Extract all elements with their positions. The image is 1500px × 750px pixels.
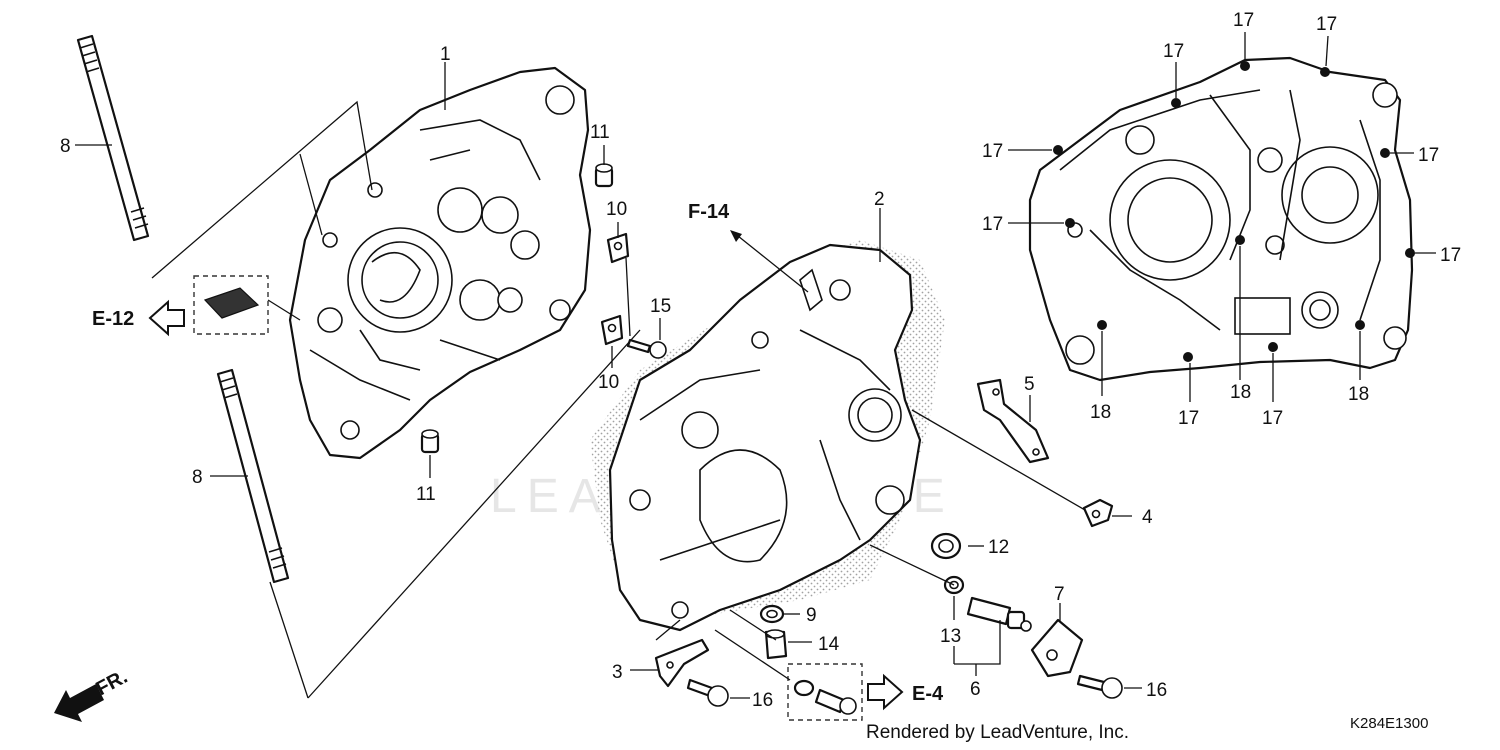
callout-12[interactable]: 12 [988,537,1009,558]
callout-11-upper[interactable]: 11 [590,122,610,143]
leader-lines [75,32,1436,699]
crankcase-inner-face[interactable] [1028,56,1415,382]
bracket-3[interactable] [654,638,710,688]
callout-17[interactable]: 17 [1178,408,1199,429]
callout-14[interactable]: 14 [818,634,840,655]
e12-reference-label[interactable]: E-12 [92,308,134,330]
diagram-code: K284E1300 [1350,715,1428,732]
callout-3[interactable]: 3 [612,662,623,683]
drain-parts-reference-box [787,663,863,721]
callout-9[interactable]: 9 [806,605,817,626]
callout-17[interactable]: 17 [1418,145,1439,166]
callout-17[interactable]: 17 [1163,41,1184,62]
stud-bolt-lower[interactable] [216,368,290,584]
e4-reference-label[interactable]: E-4 [912,683,944,705]
callout-2[interactable]: 2 [874,189,885,210]
callout-7[interactable]: 7 [1054,584,1065,605]
callout-17[interactable]: 17 [1262,408,1283,429]
drain-bolt-14[interactable] [764,629,788,660]
callout-18[interactable]: 18 [1090,402,1111,423]
callout-17[interactable]: 17 [1316,14,1337,35]
callout-11-lower[interactable]: 11 [416,484,436,505]
neutral-switch-6[interactable] [966,596,1032,632]
callout-6[interactable]: 6 [970,679,981,700]
callout-10-lower[interactable]: 10 [598,372,619,393]
callout-4[interactable]: 4 [1142,507,1153,528]
flange-bolt-16-right[interactable] [1076,674,1123,699]
dowel-pin-lower[interactable] [420,429,440,454]
callout-16-left[interactable]: 16 [752,690,773,711]
flange-bolt-16-left[interactable] [686,678,729,707]
e12-reference-arrow [148,299,185,337]
callout-8-upper[interactable]: 8 [60,136,71,157]
stud-bolt-upper[interactable] [76,34,150,242]
flange-bolt-15[interactable] [626,338,667,359]
cable-bracket-5[interactable] [976,378,1050,464]
callout-5[interactable]: 5 [1024,374,1035,395]
f14-reference-label[interactable]: F-14 [688,201,730,223]
clamp-4[interactable] [1082,498,1114,528]
render-credit: Rendered by LeadVenture, Inc. [866,722,1129,743]
callout-8-lower[interactable]: 8 [192,467,203,488]
callout-10-upper[interactable]: 10 [606,199,627,220]
callout-1[interactable]: 1 [440,44,451,65]
clip-upper[interactable] [606,232,630,264]
front-direction-arrow [54,684,104,722]
e4-reference-arrow [867,673,904,711]
callout-18[interactable]: 18 [1348,384,1369,405]
oil-seal-12[interactable] [930,532,962,560]
switch-cover-plate-7[interactable] [1030,618,1084,678]
clip-lower[interactable] [600,314,624,346]
callout-15[interactable]: 15 [650,296,671,317]
callout-13[interactable]: 13 [940,626,961,647]
callout-17[interactable]: 17 [982,214,1003,235]
callout-16-right[interactable]: 16 [1146,680,1167,701]
right-crankcase-half[interactable] [590,240,945,632]
callout-17[interactable]: 17 [1233,10,1254,31]
callout-17[interactable]: 17 [982,141,1003,162]
gasket-reference-box [193,275,269,335]
dowel-pin-upper[interactable] [594,163,614,188]
callout-18[interactable]: 18 [1230,382,1251,403]
sealing-washer-9[interactable] [759,604,785,624]
left-crankcase-half[interactable] [288,66,592,460]
callout-17[interactable]: 17 [1440,245,1461,266]
